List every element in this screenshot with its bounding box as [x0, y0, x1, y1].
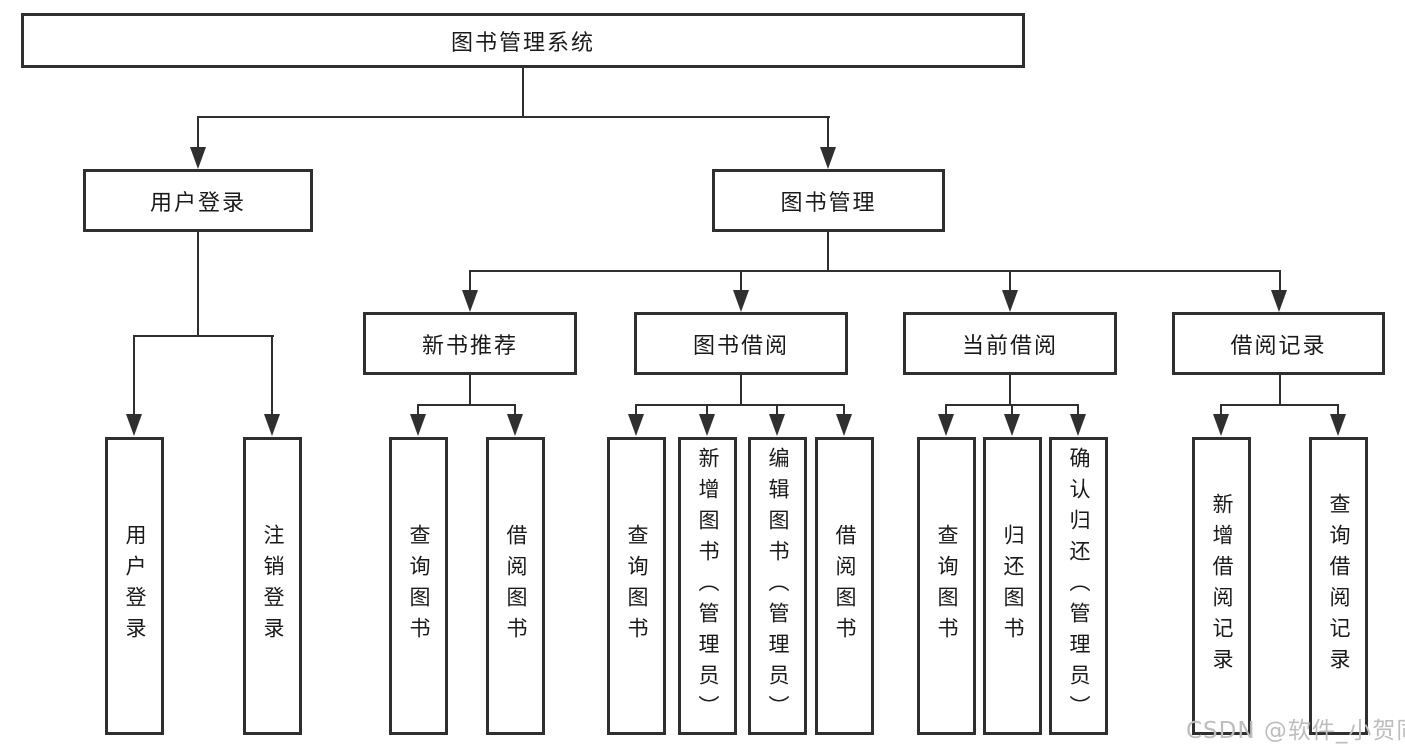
- arrowhead: [410, 414, 426, 436]
- connector: [1279, 375, 1281, 406]
- leaf-query-books-3: 查询图书: [917, 437, 976, 735]
- connector: [522, 68, 524, 117]
- leaf-add-borrow-record-label: 新增借阅记录: [1210, 493, 1234, 679]
- node-new-book-recommend-label: 新书推荐: [421, 333, 518, 359]
- node-borrowing-records: 借阅记录: [1172, 312, 1385, 375]
- leaf-query-borrow-record: 查询借阅记录: [1309, 437, 1368, 735]
- leaf-logout: 注销登录: [243, 437, 302, 735]
- arrowhead: [1213, 414, 1229, 436]
- connector: [1009, 375, 1011, 406]
- arrowhead: [1330, 414, 1346, 436]
- leaf-edit-books-admin: 编辑图书（管理员）: [748, 437, 807, 735]
- arrowhead: [1271, 290, 1287, 312]
- arrowhead: [1070, 414, 1086, 436]
- leaf-logout-label: 注销登录: [261, 524, 285, 648]
- leaf-user-login-label: 用户登录: [123, 524, 147, 648]
- connector: [469, 270, 1281, 272]
- leaf-borrow-books-2: 借阅图书: [815, 437, 874, 735]
- leaf-add-books-admin-label: 新增图书（管理员）: [696, 446, 720, 726]
- connector: [469, 375, 471, 406]
- arrowhead: [462, 290, 478, 312]
- arrowhead: [699, 414, 715, 436]
- leaf-query-books-3-label: 查询图书: [935, 524, 959, 648]
- leaf-query-books-2-label: 查询图书: [625, 524, 649, 648]
- connector: [1220, 404, 1339, 406]
- leaf-query-books-2: 查询图书: [607, 437, 666, 735]
- node-current-borrowing-label: 当前借阅: [961, 333, 1058, 359]
- node-root: 图书管理系统: [21, 13, 1025, 68]
- connector: [740, 270, 742, 291]
- arrowhead: [836, 414, 852, 436]
- arrowhead: [938, 414, 954, 436]
- node-user-login-label: 用户登录: [149, 190, 246, 216]
- leaf-borrow-books-1-label: 借阅图书: [504, 524, 528, 648]
- arrowhead: [733, 290, 749, 312]
- connector: [740, 375, 742, 406]
- leaf-query-books-1: 查询图书: [389, 437, 448, 735]
- node-current-borrowing: 当前借阅: [903, 312, 1117, 375]
- arrowhead: [820, 147, 836, 169]
- connector: [827, 116, 829, 148]
- watermark: CSDN @软件_小贺同学: [1186, 718, 1405, 744]
- arrowhead: [769, 414, 785, 436]
- leaf-return-books: 归还图书: [983, 437, 1042, 735]
- connector: [1009, 270, 1011, 291]
- leaf-confirm-return-admin-label: 确认归还（管理员）: [1067, 446, 1091, 726]
- leaf-confirm-return-admin: 确认归还（管理员）: [1049, 437, 1108, 735]
- arrowhead: [1004, 414, 1020, 436]
- node-book-borrowing-label: 图书借阅: [692, 333, 789, 359]
- connector: [133, 335, 274, 337]
- node-user-login: 用户登录: [83, 169, 313, 232]
- arrowhead: [507, 414, 523, 436]
- connector: [1337, 404, 1339, 416]
- connector: [1220, 404, 1222, 416]
- connector: [706, 404, 708, 416]
- node-book-borrowing: 图书借阅: [634, 312, 848, 375]
- connector: [635, 404, 845, 406]
- connector: [843, 404, 845, 416]
- leaf-borrow-books-1: 借阅图书: [486, 437, 545, 735]
- leaf-edit-books-admin-label: 编辑图书（管理员）: [766, 446, 790, 726]
- node-book-management-label: 图书管理: [780, 190, 877, 216]
- connector: [776, 404, 778, 416]
- connector: [514, 404, 516, 416]
- connector: [1279, 270, 1281, 291]
- arrowhead: [628, 414, 644, 436]
- arrowhead: [190, 147, 206, 169]
- arrowhead: [1002, 290, 1018, 312]
- connector: [945, 404, 947, 416]
- leaf-add-borrow-record: 新增借阅记录: [1192, 437, 1251, 735]
- node-new-book-recommend: 新书推荐: [363, 312, 577, 375]
- node-borrowing-records-label: 借阅记录: [1230, 333, 1327, 359]
- leaf-query-books-1-label: 查询图书: [407, 524, 431, 648]
- leaf-return-books-label: 归还图书: [1001, 524, 1025, 648]
- connector: [417, 404, 516, 406]
- connector: [635, 404, 637, 416]
- node-root-label: 图书管理系统: [450, 30, 595, 56]
- connector: [1011, 404, 1013, 416]
- leaf-query-borrow-record-label: 查询借阅记录: [1327, 493, 1351, 679]
- connector: [197, 232, 199, 337]
- connector: [197, 116, 830, 118]
- connector: [271, 335, 273, 415]
- connector: [469, 270, 471, 291]
- arrowhead: [126, 414, 142, 436]
- leaf-user-login: 用户登录: [105, 437, 164, 735]
- leaf-borrow-books-2-label: 借阅图书: [833, 524, 857, 648]
- connector: [197, 116, 199, 148]
- node-book-management: 图书管理: [712, 169, 945, 232]
- connector: [133, 335, 135, 415]
- connector: [827, 232, 829, 272]
- connector: [1077, 404, 1079, 416]
- connector: [417, 404, 419, 416]
- leaf-add-books-admin: 新增图书（管理员）: [678, 437, 737, 735]
- arrowhead: [264, 414, 280, 436]
